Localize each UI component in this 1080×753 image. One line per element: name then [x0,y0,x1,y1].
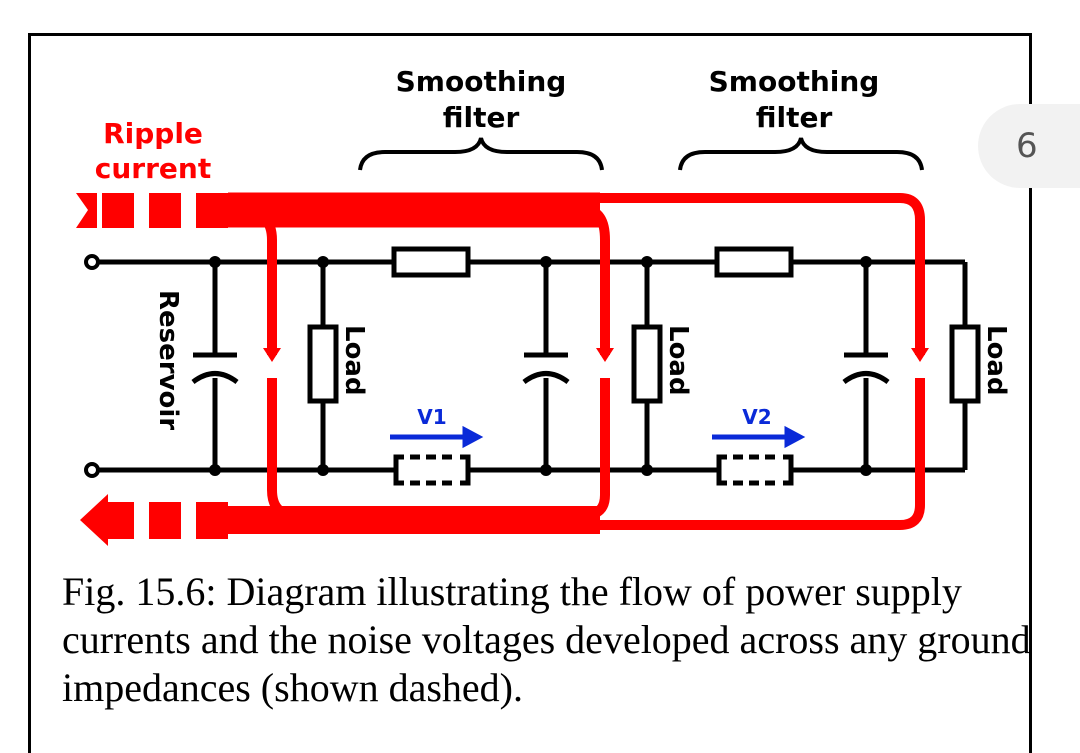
v2-arrow-icon [712,425,806,449]
load-resistor-2 [631,324,663,404]
circuit-wires [97,259,968,473]
load-label-2: Load [663,325,693,396]
v1-arrow-icon [390,425,484,449]
input-terminal-top [84,254,100,270]
brace-2 [678,137,924,171]
ripple-label-line2: current [95,152,211,185]
ground-impedances [393,454,794,486]
filter-label-2-line1: Smoothing [709,65,880,98]
figure-frame [28,33,1032,753]
ripple-inflow-tail [76,193,97,228]
junction-dots [209,256,872,476]
filter-label-1-line1: Smoothing [396,65,567,98]
ripple-current-paths [76,192,929,546]
figure-caption: Fig. 15.6: Diagram illustrating the flow… [62,569,1031,710]
capacitors [191,352,890,385]
ripple-label-line1: Ripple [103,117,203,150]
brace-1 [358,137,604,171]
filter-label-2-line2: filter [756,101,833,134]
series-resistor-2 [714,246,794,278]
load-resistor-3 [949,324,981,404]
load-label-3: Load [981,325,1011,396]
input-terminal-bottom [84,462,100,478]
load-resistor-1 [307,324,339,404]
voltage-label-v1: V1 [417,405,446,429]
series-resistor-1 [391,246,471,278]
ripple-return-arrow-icon [80,494,108,546]
reservoir-label: Reservoir [153,290,183,430]
page-number-badge[interactable]: 6 [978,104,1080,188]
voltage-label-v2: V2 [742,405,771,429]
filter-label-1-line2: filter [443,101,520,134]
circuit-diagram: Smoothing filter Smoothing filter Ripple… [76,65,1011,546]
load-label-1: Load [339,325,369,396]
